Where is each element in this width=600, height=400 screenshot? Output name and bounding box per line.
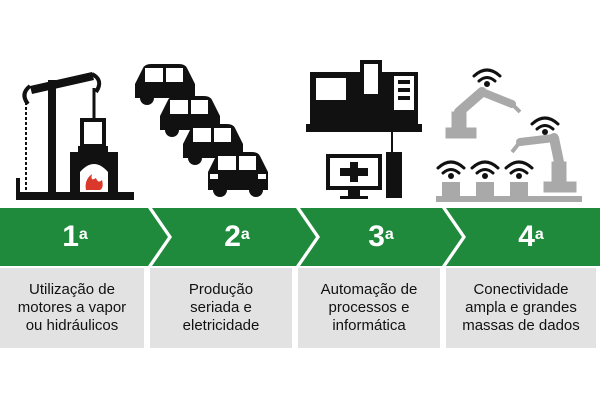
connected-robots-icon xyxy=(436,68,582,202)
stage-3-caption-line-2: processos e xyxy=(328,299,410,316)
stage-2-ordinal: a xyxy=(240,226,250,243)
stage-3-caption: Automação de processos e informática xyxy=(298,268,440,348)
stage-1-ordinal: a xyxy=(78,226,88,243)
stage-3-caption-line-1: Automação de xyxy=(320,281,418,298)
car-assembly-line-icon xyxy=(135,64,268,197)
stage-3-ordinal: a xyxy=(384,226,394,243)
stage-2-caption-line-2: seriada e xyxy=(190,299,252,316)
stage-1-caption: Utilização de motores a vapor ou hidrául… xyxy=(0,268,144,348)
stage-2-caption: Produção seriada e eletricidade xyxy=(150,268,292,348)
cnc-machine-computer-icon xyxy=(306,60,422,199)
stage-2-caption-line-1: Produção xyxy=(188,281,254,298)
stage-1-caption-line-2: motores a vapor xyxy=(17,299,127,316)
stage-4-ordinal: a xyxy=(534,226,544,243)
stage-4-chevron xyxy=(446,208,600,266)
stage-1-caption-line-1: Utilização de xyxy=(29,281,115,298)
stage-4-digit: 4 xyxy=(518,220,535,253)
stage-1-caption-line-3: ou hidráulicos xyxy=(25,317,119,334)
stage-4-caption-line-2: ampla e grandes xyxy=(465,299,577,316)
stage-4-caption-line-3: massas de dados xyxy=(462,317,580,334)
stage-1-digit: 1 xyxy=(62,220,79,253)
stage-2-chevron xyxy=(152,208,316,266)
timeline-band xyxy=(0,208,600,266)
stage-3-caption-line-3: informática xyxy=(332,317,406,334)
stage-2-caption-line-3: eletricidade xyxy=(182,317,260,334)
stage-2-digit: 2 xyxy=(224,220,241,253)
stage-4-caption-line-1: Conectividade xyxy=(473,281,569,298)
stage-3-chevron xyxy=(300,208,462,266)
stage-4-caption: Conectividade ampla e grandes massas de … xyxy=(446,268,596,348)
stage-3-digit: 3 xyxy=(368,220,385,253)
stage-1-chevron xyxy=(0,208,168,266)
steam-engine-icon xyxy=(16,72,134,200)
